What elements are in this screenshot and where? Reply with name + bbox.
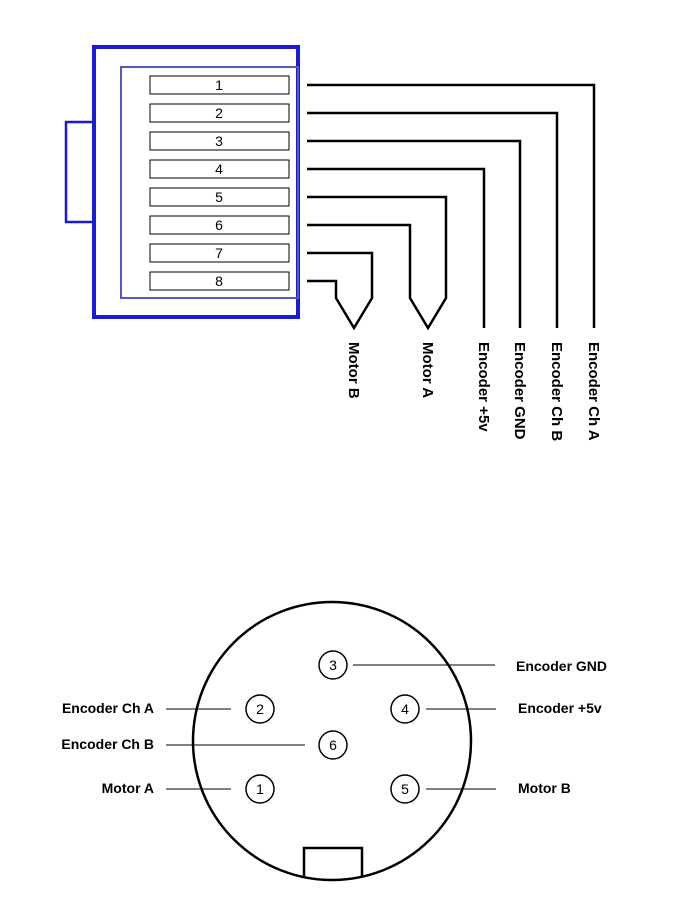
pin-number: 4 <box>401 701 409 717</box>
pin-circle <box>390 694 420 724</box>
ribbon-connector: 1 2 3 4 5 6 7 8 <box>64 45 300 319</box>
pin-label: 1 <box>215 77 223 93</box>
pin-label: 2 <box>215 105 223 121</box>
pin-slot <box>149 215 290 235</box>
wire-pins5-6-motor-a <box>307 195 448 331</box>
label-motor-b: Motor B <box>345 342 362 399</box>
label-encoder-gnd: Encoder GND <box>516 658 607 674</box>
label-encoder-ch-a: Encoder Ch A <box>62 700 154 716</box>
wire-pin2-encoder-ch-b <box>307 111 559 328</box>
wire-pins7-8-motor-b <box>307 251 374 331</box>
wire-pin3-encoder-gnd <box>307 139 522 328</box>
wire-labels: Motor B Motor A Encoder +5v Encoder GND … <box>345 342 602 441</box>
label-encoder-5v: Encoder +5v <box>518 700 602 716</box>
connector-inner-outline <box>120 66 299 299</box>
pin-slot <box>149 75 290 95</box>
label-encoder-gnd: Encoder GND <box>511 342 528 440</box>
pin-slot <box>149 187 290 207</box>
circular-connector: 3 2 4 6 1 5 Encoder GND Encoder Ch A Enc… <box>61 600 607 882</box>
label-encoder-ch-b: Encoder Ch B <box>548 342 565 441</box>
pin-label: 8 <box>215 273 223 289</box>
pin-number: 5 <box>401 781 409 797</box>
wire-pin4-encoder-5v <box>307 167 486 328</box>
pin-slot <box>149 243 290 263</box>
pin-label: 7 <box>215 245 223 261</box>
pin-slot <box>149 131 290 151</box>
pin-label: 4 <box>215 161 223 177</box>
wire-pin1-encoder-ch-a <box>307 83 596 328</box>
label-encoder-ch-b: Encoder Ch B <box>61 736 154 752</box>
connector-latch-tab <box>64 120 94 224</box>
pin-slot <box>149 103 290 123</box>
label-encoder-ch-a: Encoder Ch A <box>585 342 602 441</box>
pin-circle <box>390 774 420 804</box>
pin-number: 1 <box>256 781 264 797</box>
pin-label: 5 <box>215 189 223 205</box>
pin-label: 3 <box>215 133 223 149</box>
connector-key-notch <box>302 846 364 877</box>
pin-slot <box>149 159 290 179</box>
pin-label: 6 <box>215 217 223 233</box>
pin-circle <box>318 730 348 760</box>
label-motor-b: Motor B <box>518 780 571 796</box>
label-encoder-5v: Encoder +5v <box>475 342 492 432</box>
pin-number: 2 <box>256 701 264 717</box>
pin-circle <box>318 650 348 680</box>
pin-slot <box>149 271 290 291</box>
pin-circle <box>245 774 275 804</box>
label-motor-a: Motor A <box>419 342 436 398</box>
pin-number: 3 <box>329 657 337 673</box>
connector-body-outline <box>191 600 473 882</box>
label-motor-a: Motor A <box>102 780 154 796</box>
pin-number: 6 <box>329 737 337 753</box>
pin-row: 1 2 3 4 5 6 7 8 <box>149 75 290 291</box>
pin-circle <box>245 694 275 724</box>
wires <box>307 83 596 331</box>
